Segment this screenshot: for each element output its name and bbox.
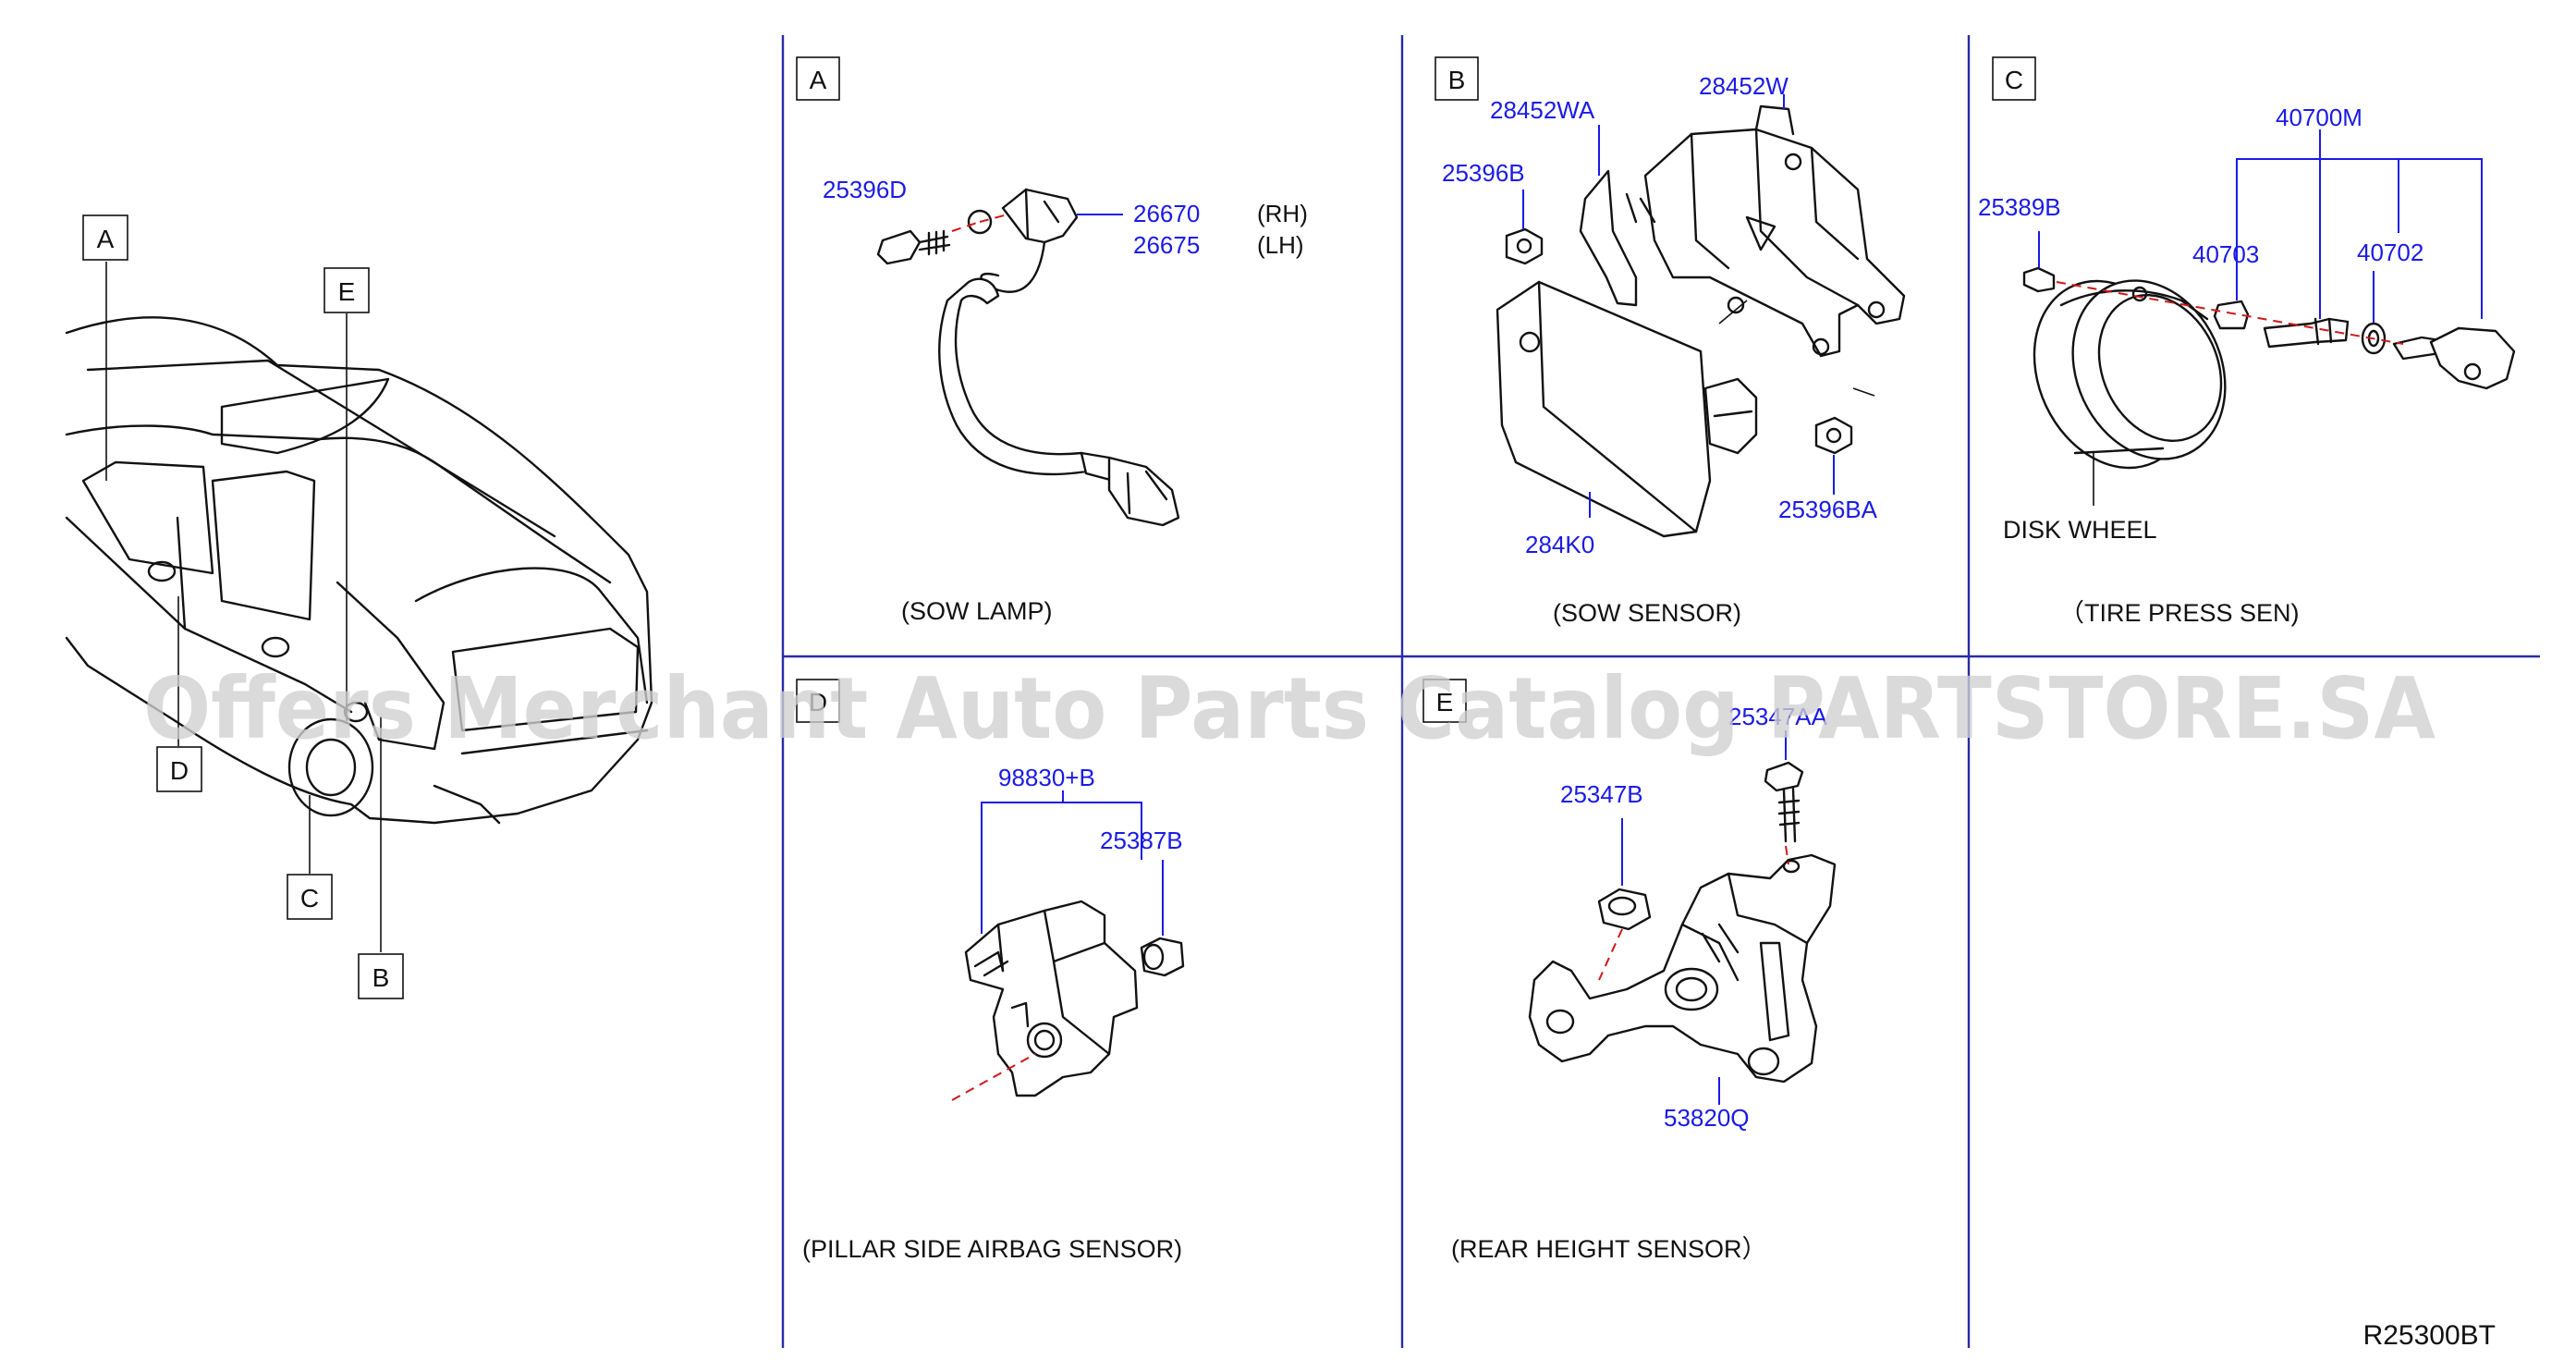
disk-wheel-label: DISK WHEEL	[2003, 516, 2157, 544]
kit-bracket-40700m	[2236, 129, 2483, 325]
disk-wheel-drawing	[2033, 279, 2227, 506]
bolt-25347aa-drawing	[1764, 730, 1804, 843]
panel-d-tag: D	[796, 679, 840, 723]
car-overview-illustration	[65, 316, 653, 825]
overview-callout-a[interactable]: A	[82, 214, 128, 261]
part-link-40700m[interactable]: 40700M	[2276, 104, 2362, 131]
panel-e-tag: E	[1422, 679, 1467, 723]
grommet-40703-drawing	[2213, 263, 2250, 330]
panel-a: A 25396D 26670 26675 (RH) (LH) (SOW LAMP…	[796, 56, 1308, 625]
part-link-25396ba[interactable]: 25396BA	[1778, 496, 1878, 523]
part-link-25396d[interactable]: 25396D	[823, 176, 907, 203]
side-label-rh: (RH)	[1257, 200, 1308, 227]
valve-cap-25389b-drawing	[2022, 231, 2056, 293]
panel-c-tag: C	[1992, 56, 2036, 101]
nut-25396b-drawing	[1505, 190, 1544, 265]
part-link-40702[interactable]: 40702	[2357, 239, 2423, 266]
panel-c-caption: （TIRE PRESS SEN)	[2059, 599, 2300, 627]
bracket-28452wa-drawing	[1579, 125, 1656, 307]
overview-callout-b[interactable]: B	[358, 953, 404, 999]
nut-25347b-drawing	[1597, 818, 1652, 931]
valve-stem-drawing	[2263, 317, 2350, 349]
overview-callout-c[interactable]: C	[287, 874, 333, 920]
svg-text:A: A	[810, 66, 827, 94]
panel-b: B	[1435, 56, 1906, 627]
section-dividers	[781, 35, 2540, 1348]
panel-d: D 98830+B 25387B (PILLAR SIDE AIRBAG SEN…	[796, 679, 1185, 1263]
panel-e-caption: (REAR HEIGHT SENSOR）	[1451, 1235, 1767, 1263]
part-link-26675[interactable]: 26675	[1133, 231, 1200, 259]
watermark-text: Offers Merchant Auto Parts Catalog PARTS…	[143, 659, 2436, 758]
part-link-28452w[interactable]: 28452W	[1699, 72, 1789, 100]
diagram-code: R25300BT	[2363, 1320, 2496, 1351]
part-link-25347aa[interactable]: 25347AA	[1728, 703, 1828, 730]
module-284k0-drawing	[1496, 280, 1758, 538]
svg-text:E: E	[338, 277, 356, 306]
panel-e: E 25347AA 25347B 53820Q (RE	[1422, 679, 1837, 1263]
svg-text:E: E	[1436, 688, 1454, 717]
nut-25396ba-drawing	[1718, 300, 1875, 495]
bolt-25396d-drawing	[876, 229, 951, 265]
nut-25387b-drawing	[1140, 937, 1185, 977]
overview-callout-d[interactable]: D	[156, 746, 202, 792]
side-label-lh: (LH)	[1257, 231, 1304, 259]
panel-c: C	[1978, 56, 2516, 627]
panel-b-caption: (SOW SENSOR)	[1553, 599, 1741, 627]
part-link-25387b[interactable]: 25387B	[1100, 827, 1183, 854]
part-link-284k0[interactable]: 284K0	[1525, 531, 1594, 558]
panel-a-caption: (SOW LAMP)	[901, 597, 1053, 625]
overview-callouts: A E D C B	[82, 214, 404, 999]
airbag-sensor-drawing	[964, 900, 1139, 1097]
tpms-sensor-drawing	[2392, 326, 2516, 390]
part-link-25347b[interactable]: 25347B	[1560, 780, 1643, 808]
svg-text:B: B	[372, 963, 390, 992]
part-link-25389b[interactable]: 25389B	[1978, 193, 2061, 221]
panel-b-tag: B	[1435, 56, 1479, 101]
svg-text:B: B	[1448, 66, 1466, 94]
svg-text:D: D	[809, 688, 827, 717]
part-link-53820q[interactable]: 53820Q	[1664, 1104, 1750, 1132]
svg-text:A: A	[97, 225, 115, 253]
sow-lamp-drawing	[938, 188, 1180, 527]
part-link-26670[interactable]: 26670	[1133, 200, 1200, 227]
overview-callout-e[interactable]: E	[324, 267, 370, 313]
height-sensor-drawing	[1528, 853, 1837, 1105]
bracket-28452w-drawing	[1643, 104, 1906, 358]
part-link-98830-b[interactable]: 98830+B	[998, 764, 1095, 791]
svg-text:C: C	[2005, 66, 2023, 94]
panel-d-caption: (PILLAR SIDE AIRBAG SENSOR)	[802, 1235, 1182, 1263]
part-link-40703[interactable]: 40703	[2192, 240, 2259, 268]
part-link-28452wa[interactable]: 28452WA	[1490, 96, 1595, 124]
svg-text:C: C	[300, 884, 319, 913]
svg-text:D: D	[170, 756, 189, 785]
part-link-25396b[interactable]: 25396B	[1442, 159, 1525, 187]
panel-a-tag: A	[796, 56, 840, 101]
